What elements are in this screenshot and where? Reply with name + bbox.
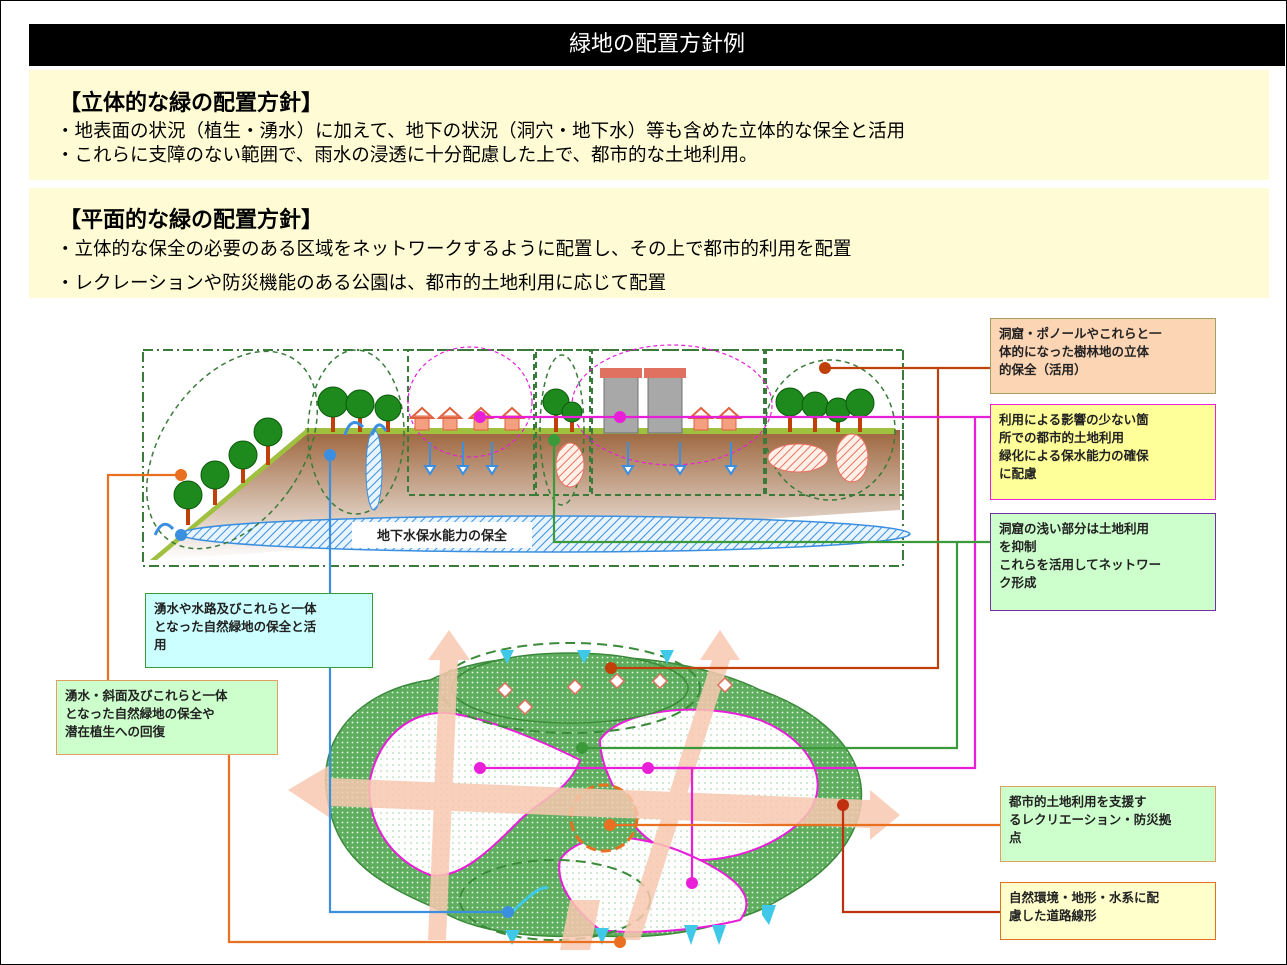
- callout-recreation-base: 都市的土地利用を支援す るレクリエーション・防災拠 点: [1000, 786, 1216, 862]
- callout-spring-slope: 湧水・斜面及びこれらと一体 となった自然緑地の保全や 潜在植生への回復: [56, 680, 278, 755]
- section-3d-policy: 【立体的な緑の配置方針】 ・地表面の状況（植生・湧水）に加えて、地下の状況（洞穴…: [29, 70, 1269, 180]
- page-title: 緑地の配置方針例: [29, 24, 1285, 66]
- callout-urban-use: 利用による影響の少ない箇 所での都市的土地利用 緑化による保水能力の確保 に配慮: [990, 404, 1216, 500]
- section-3d-heading: 【立体的な緑の配置方針】: [59, 91, 324, 116]
- section-planar-heading: 【平面的な緑の配置方針】: [59, 208, 324, 233]
- section-planar-bullet-1: ・立体的な保全の必要のある区域をネットワークするように配置し、その上で都市的利用…: [56, 239, 852, 260]
- section-planar-policy: 【平面的な緑の配置方針】 ・立体的な保全の必要のある区域をネットワークするように…: [29, 188, 1269, 298]
- callout-spring-waterway: 湧水や水路及びこれらと一体 となった自然緑地の保全と活 用: [145, 593, 373, 668]
- callout-cave-forest: 洞窟・ポノールやこれらと一 体的になった樹林地の立体 的保全（活用）: [990, 318, 1216, 394]
- callout-road-alignment: 自然環境・地形・水系に配 慮した道路線形: [1000, 882, 1216, 940]
- callout-shallow-cave: 洞窟の浅い部分は土地利用 を抑制 これらを活用してネットワー ク形成: [990, 513, 1216, 611]
- section-3d-bullet-1: ・地表面の状況（植生・湧水）に加えて、地下の状況（洞穴・地下水）等も含めた立体的…: [56, 121, 906, 142]
- section-planar-bullet-2: ・レクレーションや防災機能のある公園は、都市的土地利用に応じて配置: [56, 273, 667, 294]
- section-3d-bullet-2: ・これらに支障のない範囲で、雨水の浸透に十分配慮した上で、都市的な土地利用。: [56, 145, 758, 166]
